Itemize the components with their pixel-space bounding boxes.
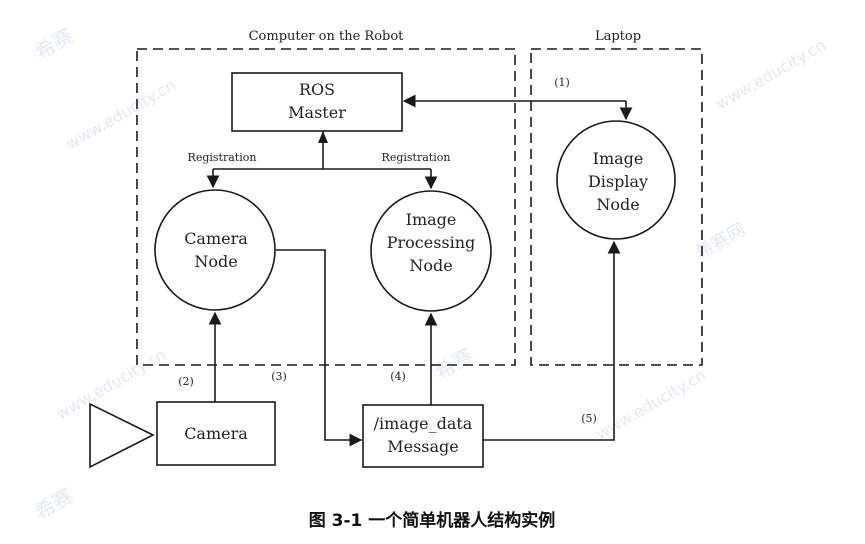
diagram-labels: Computer on the Robot Laptop ROS Master … (178, 29, 648, 456)
watermark-site: www.educity.cn (53, 345, 170, 423)
step1-label: (1) (554, 76, 570, 89)
watermark-brand: 希赛 (431, 344, 478, 385)
registration-arrow-up (318, 131, 328, 143)
robot-computer-region (136, 48, 516, 366)
display-node-label-line1: Image (593, 149, 644, 168)
step3-label: (3) (271, 370, 287, 383)
camera-node-label-line2: Node (194, 252, 237, 271)
processing-node-label-line2: Processing (387, 233, 476, 252)
registration-right-label: Registration (382, 151, 451, 164)
step4-label: (4) (390, 370, 406, 383)
watermark-brand: 希赛 (31, 484, 78, 525)
watermark-brand: 希赛 (31, 24, 78, 65)
figure-caption: 图 3-1 一个简单机器人结构实例 (309, 510, 556, 531)
image-processing-node-circle (370, 190, 492, 312)
image-display-node-circle (556, 120, 676, 240)
step2-label: (2) (178, 375, 194, 388)
step5-label: (5) (581, 412, 597, 425)
camera-node-circle (154, 189, 276, 311)
message-to-display-link (483, 240, 621, 441)
laptop-region (530, 48, 703, 366)
camera-device-box (156, 401, 276, 466)
watermark-brand: 希赛网 (692, 219, 749, 264)
watermark-site: www.educity.cn (593, 365, 710, 443)
image-data-message-box (362, 404, 484, 468)
camera-node-label-line1: Camera (184, 229, 248, 248)
diagram-content (89, 48, 703, 469)
processing-node-label-line1: Image (406, 210, 457, 229)
watermark-site: www.educity.cn (63, 75, 180, 153)
processing-node-label-line3: Node (409, 256, 452, 275)
message-label-line1: /image_data (374, 414, 473, 433)
ros-master-label-line2: Master (288, 103, 346, 122)
watermark-site: www.educity.cn (713, 35, 830, 113)
laptop-region-label: Laptop (595, 29, 641, 44)
robot-region-label: Computer on the Robot (249, 29, 405, 44)
camera-device-label: Camera (184, 424, 248, 443)
ros-master-box (231, 72, 403, 132)
registration-left-label: Registration (188, 151, 257, 164)
camera-lens-triangle (89, 402, 155, 469)
message-label-line2: Message (387, 437, 459, 456)
display-node-label-line3: Node (596, 195, 639, 214)
ros-master-label-line1: ROS (299, 80, 335, 99)
camera-node-to-message-link (276, 249, 363, 447)
display-node-label-line2: Display (588, 172, 648, 191)
